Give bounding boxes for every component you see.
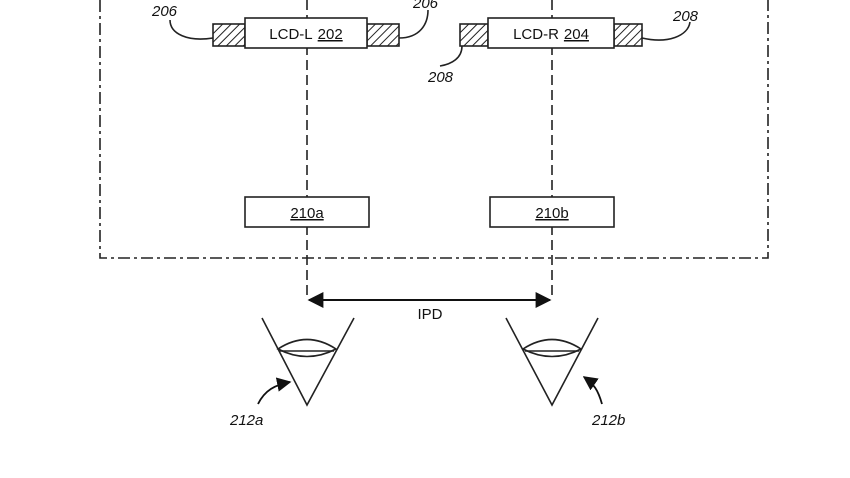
lcd-left-name: LCD-L	[269, 26, 312, 43]
ref-206-left: 206	[151, 3, 178, 20]
leader-206-right	[399, 10, 428, 38]
lcd-left-ref: 202	[318, 26, 343, 43]
hatched-mount-left-outer	[213, 24, 245, 46]
leader-208-left	[440, 46, 462, 66]
ref-206-right: 206	[412, 0, 439, 12]
ref-212b: 212b	[591, 412, 625, 429]
eye-right-cone	[506, 318, 598, 405]
eye-right	[506, 318, 598, 405]
eye-left-cone	[262, 318, 354, 405]
arrow-212a	[258, 382, 290, 404]
lens-left-label: 210a	[290, 205, 324, 222]
ref-208-left: 208	[427, 69, 454, 86]
lcd-right-label: LCD-R 204	[513, 26, 589, 43]
eye-left-cornea	[278, 340, 336, 357]
hatched-mount-right-outer	[460, 24, 488, 46]
hatched-mount-left-inner	[367, 24, 399, 46]
lcd-right-name: LCD-R	[513, 26, 559, 43]
ipd-label: IPD	[417, 306, 442, 323]
arrow-212b	[584, 377, 602, 404]
hatched-mount-right-inner	[614, 24, 642, 46]
lens-right-label: 210b	[535, 205, 568, 222]
lcd-right-ref: 204	[564, 26, 589, 43]
ref-212a: 212a	[229, 412, 263, 429]
eye-right-cornea	[523, 340, 581, 357]
lcd-left-label: LCD-L 202	[269, 26, 342, 43]
lcd-left-assembly: LCD-L 202	[213, 18, 399, 48]
lcd-right-assembly: LCD-R 204	[460, 18, 642, 48]
leader-206-left	[170, 20, 213, 39]
ref-208-right: 208	[672, 8, 699, 25]
eye-left	[262, 318, 354, 405]
